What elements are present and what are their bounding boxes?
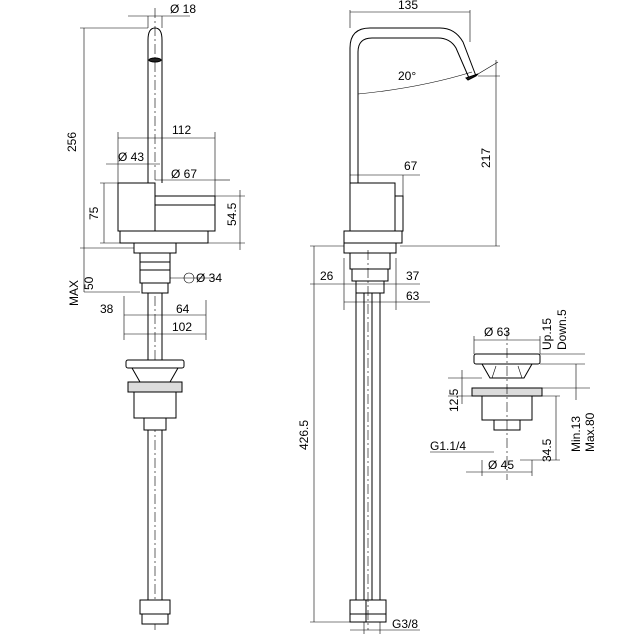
dim-hose-thread: G3/8 — [392, 617, 418, 631]
dim-handle-height: 54.5 — [225, 202, 239, 226]
dim-down-travel: Down.5 — [555, 309, 569, 350]
dim-total-height-middle: 426.5 — [297, 420, 311, 450]
dim-body-diameter-right: Ø 45 — [488, 458, 514, 472]
dim-spout-height: 217 — [479, 148, 493, 168]
dim-offset-left: 38 — [100, 302, 114, 316]
dim-max-thickness: Max.80 — [583, 412, 597, 452]
dim-spout-reach: 135 — [398, 0, 418, 12]
dim-spout-diameter: Ø 18 — [170, 2, 196, 16]
dim-body-diameter: Ø 43 — [118, 150, 144, 164]
dim-handle-diameter: Ø 67 — [171, 167, 197, 181]
dim-overall-base: 102 — [172, 320, 192, 334]
dim-thread: G1.1/4 — [430, 439, 466, 453]
dim-spout-angle: 20° — [398, 69, 416, 83]
dim-body-height-right: 34.5 — [540, 438, 554, 462]
dim-waste-diameter: Ø 63 — [484, 325, 510, 339]
dim-base-width: 63 — [406, 289, 420, 303]
dim-up-travel: Up.15 — [540, 318, 554, 350]
dim-thread-diameter: Ø 34 — [196, 271, 222, 285]
middle-view: 135 20° 217 67 26 37 63 426.5 G3/8 — [297, 0, 500, 634]
dim-offset-right: 64 — [176, 302, 190, 316]
dim-body-height: 75 — [87, 206, 101, 220]
dim-cap-height: 12.5 — [447, 388, 461, 412]
dim-min-thickness: Min.13 — [569, 416, 583, 452]
dim-total-height-left: 256 — [65, 132, 79, 152]
dim-base-right: 37 — [406, 269, 420, 283]
left-view: Ø 18 256 112 Ø 43 Ø 67 54.5 75 MAX 50 — [65, 2, 245, 630]
dim-max-label: MAX — [67, 280, 81, 306]
dim-body-depth: 112 — [172, 123, 191, 137]
dim-max-value: 50 — [82, 276, 96, 290]
right-view: Ø 63 Up.15 Down.5 12.5 G1.1/4 34.5 Ø 45 … — [430, 309, 597, 480]
dim-handle-width: 67 — [404, 159, 418, 173]
dim-base-left: 26 — [320, 269, 334, 283]
